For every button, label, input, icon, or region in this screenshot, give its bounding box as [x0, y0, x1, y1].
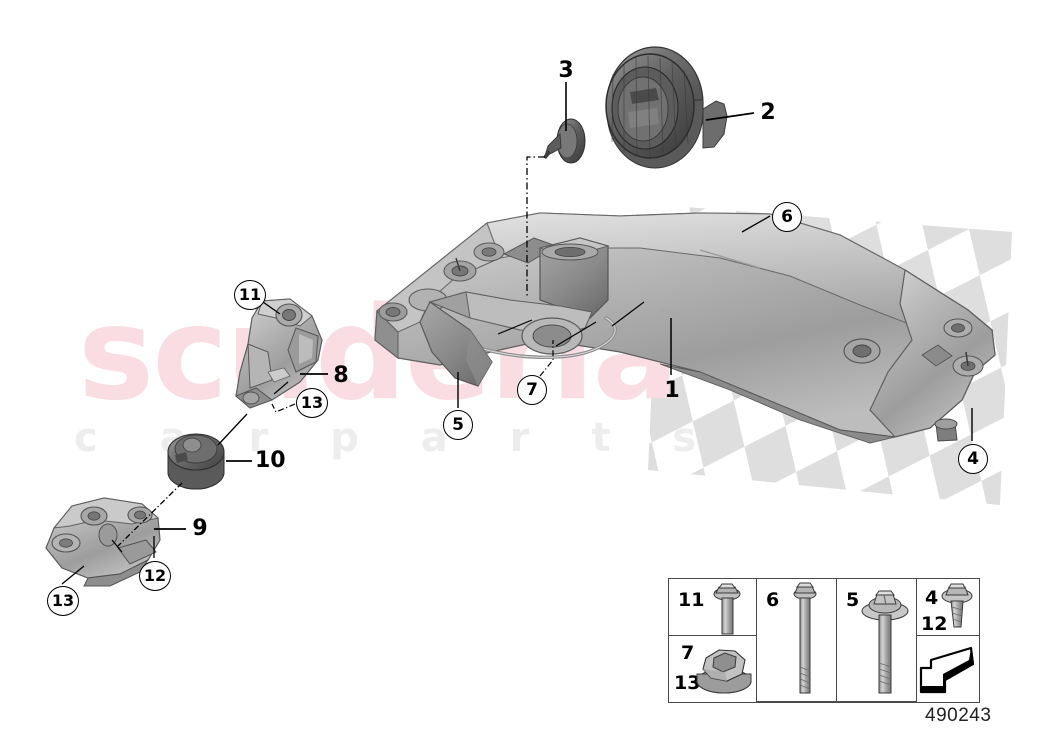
callout-13-bot: 13	[47, 586, 79, 616]
callout-4: 4	[958, 444, 988, 474]
callout-8: 8	[333, 363, 349, 388]
flange-bolt-icon	[941, 583, 973, 628]
legend-cell-direction-arrow	[917, 636, 979, 702]
part-transmission-crossmember	[374, 212, 996, 444]
legend-number-13: 13	[674, 672, 701, 694]
long-flange-bolt-icon	[793, 582, 817, 694]
part-rubber-mount-damper	[167, 433, 225, 490]
leader-lines	[61, 82, 973, 585]
part-lower-mounting-bracket	[45, 497, 161, 587]
part-gearbox-mount-bushing	[605, 46, 728, 169]
legend-number-7: 7	[681, 642, 695, 664]
legend-cell-7-13: 7 13	[669, 636, 757, 702]
legend-number-11: 11	[678, 589, 705, 611]
collar-screw-icon	[861, 590, 909, 694]
legend-number-12: 12	[921, 613, 948, 635]
callout-13-top: 13	[296, 388, 328, 418]
callout-1: 1	[664, 378, 680, 403]
legend-cell-6: 6	[757, 579, 837, 702]
legend-number-5: 5	[846, 589, 860, 611]
direction-arrow-icon	[919, 646, 975, 694]
legend-cell-4-12: 4 12	[917, 579, 979, 636]
callout-7: 7	[517, 375, 547, 405]
legend-number-6: 6	[766, 589, 780, 611]
callout-3: 3	[558, 58, 574, 83]
fastener-legend-box: 11 6	[668, 578, 980, 703]
callout-10: 10	[255, 448, 286, 473]
part-left-support-arm	[235, 298, 323, 409]
callout-9: 9	[192, 516, 208, 541]
flange-nut-icon	[696, 649, 752, 694]
callout-11: 11	[234, 280, 266, 310]
legend-cell-11: 11	[669, 579, 757, 636]
short-flange-bolt-icon	[713, 583, 741, 635]
callout-12: 12	[139, 561, 171, 591]
diagram-number: 490243	[925, 705, 992, 726]
callout-2: 2	[760, 100, 776, 125]
callout-6: 6	[772, 202, 802, 232]
legend-cell-5: 5	[837, 579, 917, 702]
legend-number-4: 4	[925, 587, 939, 609]
callout-5: 5	[443, 410, 473, 440]
